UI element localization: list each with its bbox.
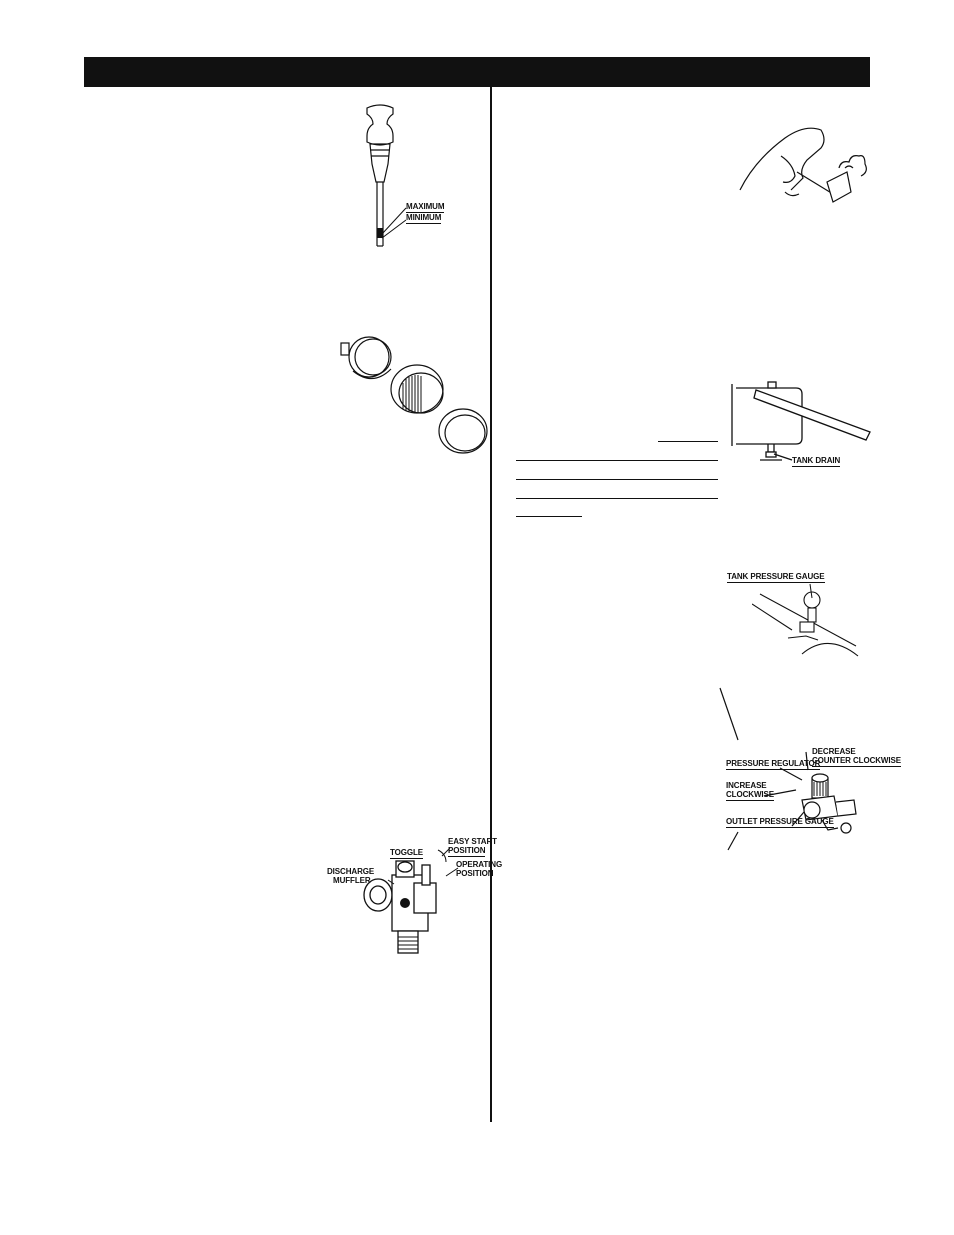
decrease-label-line2: COUNTER CLOCKWISE — [812, 756, 901, 767]
dipstick-leader-lines — [381, 207, 407, 239]
underline-rule — [516, 498, 718, 499]
header-bar — [84, 57, 870, 87]
pilot-valve-illustration — [363, 860, 437, 954]
safety-valve-illustration — [739, 127, 867, 203]
underline-rule — [516, 460, 718, 461]
tank-pressure-gauge-label: TANK PRESSURE GAUGE — [727, 572, 825, 583]
discharge-muffler-label-line2: MUFFLER — [333, 876, 371, 885]
tank-drain-label: TANK DRAIN — [792, 456, 841, 467]
operating-label-line2: POSITION — [456, 869, 494, 878]
underline-rule — [658, 441, 718, 442]
pressure-regulator-label: PRESSURE REGULATOR — [726, 759, 821, 770]
dipstick-illustration — [366, 104, 394, 247]
toggle-label: TOGGLE — [390, 848, 424, 859]
increase-label-line1: INCREASE — [726, 781, 767, 790]
regulator-illustration — [801, 773, 857, 834]
pilot-valve-leaders — [387, 847, 459, 885]
underline-rule — [516, 516, 582, 517]
tank-gauge-leader — [809, 583, 813, 599]
dipstick-minimum-label: MINIMUM — [406, 213, 442, 224]
dipstick-maximum-label: MAXIMUM — [406, 202, 445, 213]
increase-label-line2: CLOCKWISE — [726, 790, 774, 801]
easy-start-label-line2: POSITION — [448, 846, 486, 857]
discharge-muffler-label-line1: DISCHARGE — [327, 867, 375, 876]
column-divider — [490, 87, 492, 1122]
tank-drain-illustration — [731, 381, 871, 461]
tank-pressure-gauge-illustration — [752, 591, 859, 657]
air-filter-illustration — [340, 336, 488, 454]
outlet-pressure-gauge-label: OUTLET PRESSURE GAUGE — [726, 817, 834, 828]
regulator-leaders — [719, 687, 809, 851]
underline-rule — [516, 479, 718, 480]
decrease-label-line1: DECREASE — [812, 747, 856, 756]
easy-start-label-line1: EASY START — [448, 837, 497, 846]
operating-label-line1: OPERATING — [456, 860, 503, 869]
